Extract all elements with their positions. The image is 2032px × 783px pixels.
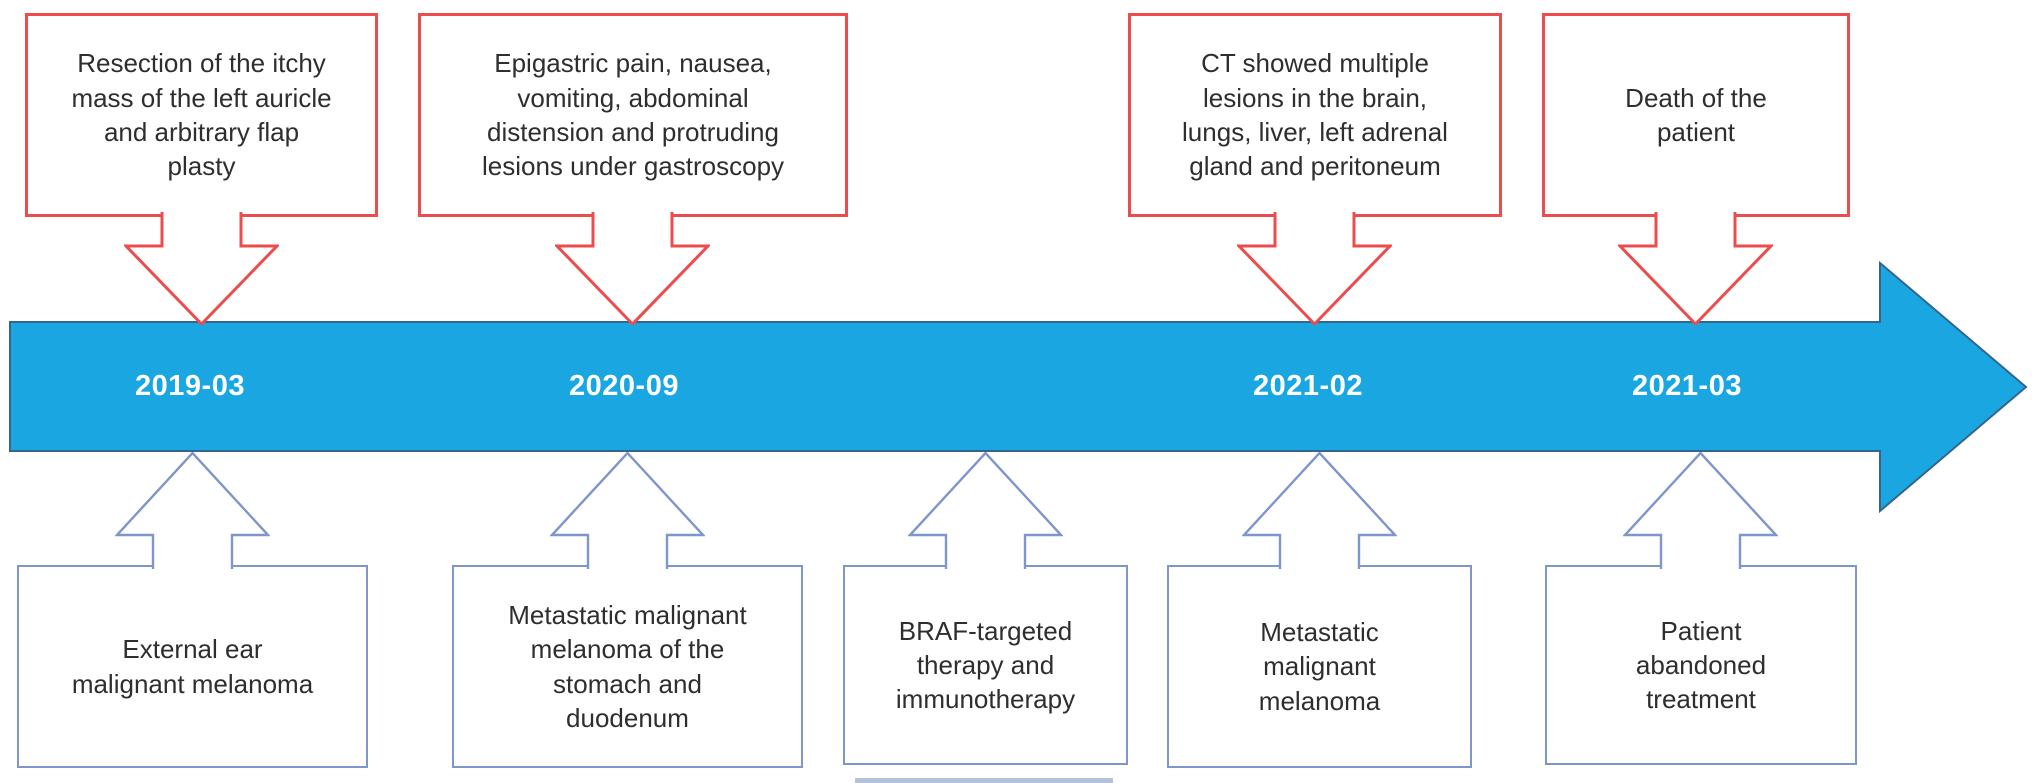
event-box-resection: Resection of the itchy mass of the left …	[25, 13, 378, 217]
down-arrow-icon	[555, 212, 710, 325]
event-box-abandoned-treatment: Patient abandoned treatment	[1545, 565, 1857, 765]
up-arrow-icon	[1623, 452, 1778, 569]
date-label-2021-03: 2021-03	[1632, 370, 1742, 402]
up-arrow-icon	[908, 452, 1063, 569]
up-arrow-icon	[550, 452, 705, 569]
timeline-arrow	[9, 260, 2028, 514]
event-box-death: Death of the patient	[1542, 13, 1850, 217]
event-box-braf-immunotherapy: BRAF-targeted therapy and immunotherapy	[843, 565, 1128, 765]
date-label-2020-09: 2020-09	[569, 370, 679, 402]
up-arrow-icon	[1242, 452, 1397, 569]
event-box-epigastric-symptoms: Epigastric pain, nausea, vomiting, abdom…	[418, 13, 848, 217]
cropped-element-edge	[855, 778, 1113, 783]
up-arrow-icon	[115, 452, 270, 569]
down-arrow-icon	[1237, 212, 1392, 325]
date-label-2021-02: 2021-02	[1253, 370, 1363, 402]
down-arrow-icon	[1618, 212, 1773, 325]
event-box-metastatic-stomach-duodenum: Metastatic malignant melanoma of the sto…	[452, 565, 803, 768]
down-arrow-icon	[124, 212, 279, 325]
date-label-2019-03: 2019-03	[135, 370, 245, 402]
event-box-metastatic-melanoma: Metastatic malignant melanoma	[1167, 565, 1472, 768]
event-box-ct-lesions: CT showed multiple lesions in the brain,…	[1128, 13, 1502, 217]
event-box-external-ear-melanoma: External ear malignant melanoma	[17, 565, 368, 768]
